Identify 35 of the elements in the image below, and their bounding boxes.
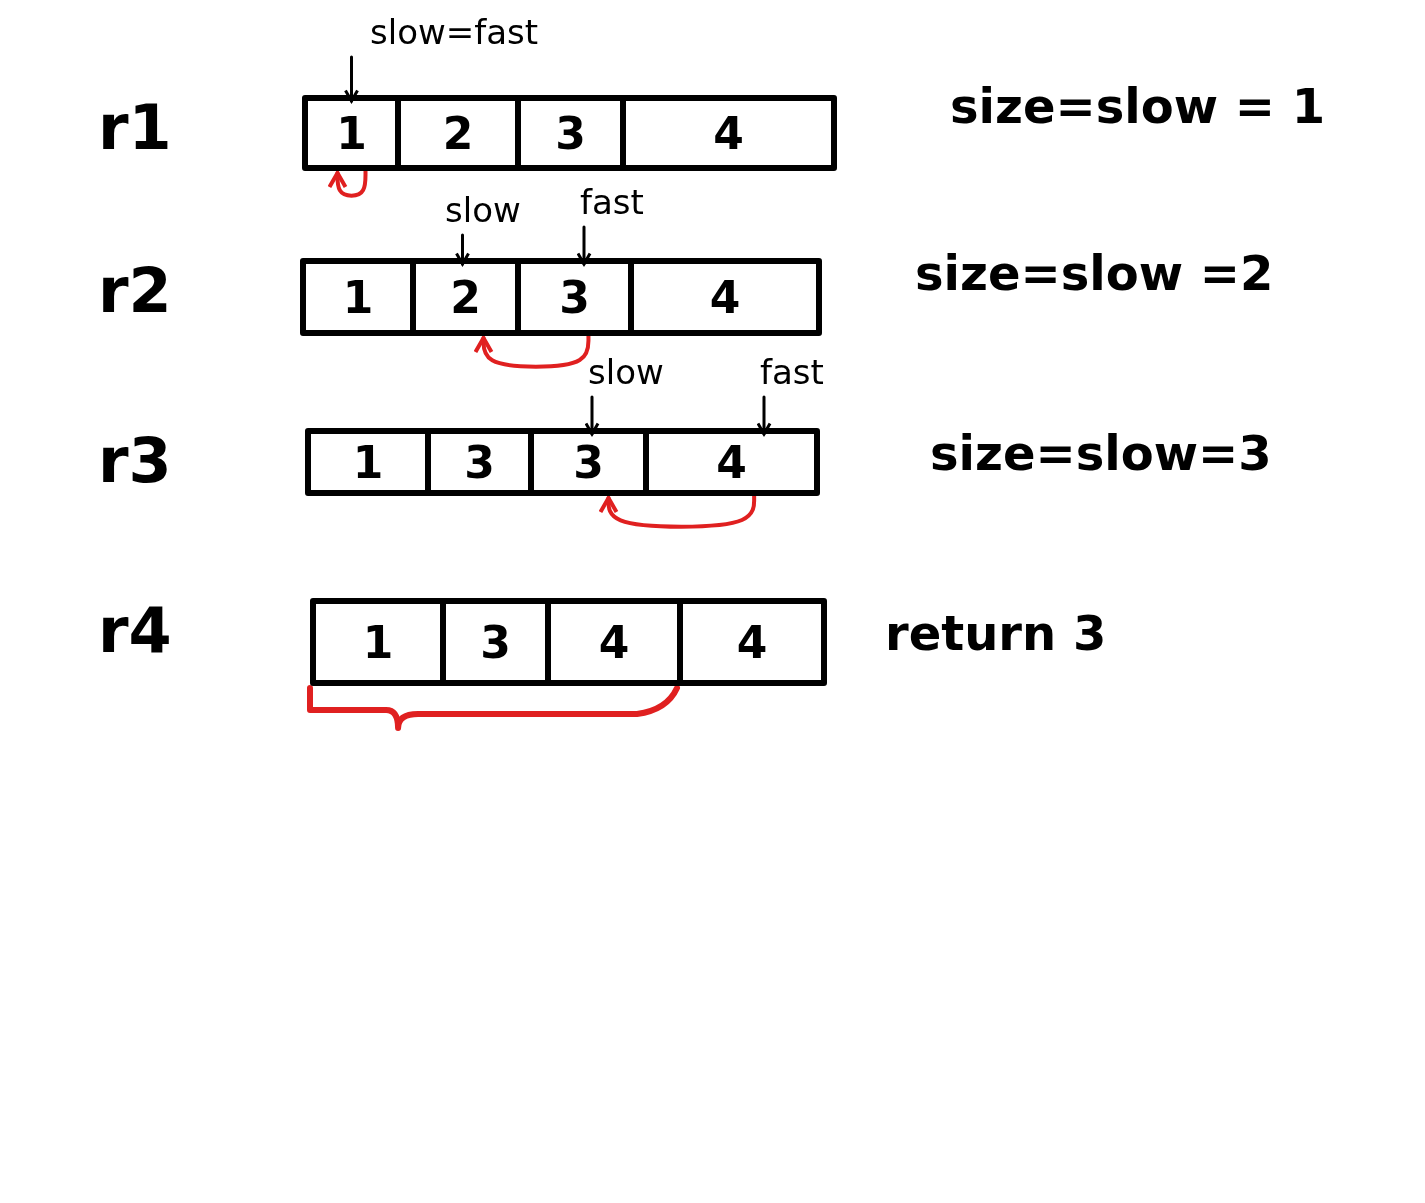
annotation-text: size=slow = 1 <box>950 78 1326 134</box>
cell-value: 3 <box>559 271 590 323</box>
cell-value: 4 <box>713 107 744 159</box>
cell-value: 3 <box>464 436 495 488</box>
arrow <box>327 169 368 198</box>
pointer-label: slow <box>588 352 664 392</box>
cell-value: 2 <box>450 271 481 323</box>
row-label: r2 <box>98 254 172 327</box>
arrow <box>756 395 772 436</box>
cell-value: 1 <box>342 271 374 323</box>
row-label: r4 <box>98 594 172 667</box>
row-label: r1 <box>98 91 172 164</box>
cell-value: 4 <box>736 616 768 668</box>
arrow <box>455 233 470 266</box>
cell-value: 4 <box>598 616 630 668</box>
pointer-label: fast <box>760 352 824 392</box>
pointer-label: slow=fast <box>370 12 539 52</box>
pointer-label: slow <box>445 190 521 230</box>
annotation-text: return 3 <box>885 605 1107 661</box>
cell-value: 1 <box>336 107 367 159</box>
cell-value: 3 <box>480 616 511 668</box>
arrow <box>584 395 600 436</box>
cell-value: 3 <box>573 436 604 488</box>
pointer-label: fast <box>580 182 644 222</box>
cell-value: 4 <box>709 271 741 323</box>
arrow <box>344 55 359 103</box>
cell-value: 2 <box>442 107 474 159</box>
cell-value: 3 <box>555 107 586 159</box>
cell-value: 1 <box>352 436 384 488</box>
annotation-text: size=slow =2 <box>915 245 1274 301</box>
annotation-text: size=slow=3 <box>930 425 1272 481</box>
row-label: r3 <box>98 424 172 497</box>
cell-value: 1 <box>362 616 394 668</box>
cell-value: 4 <box>716 436 747 488</box>
arrow <box>576 225 592 266</box>
